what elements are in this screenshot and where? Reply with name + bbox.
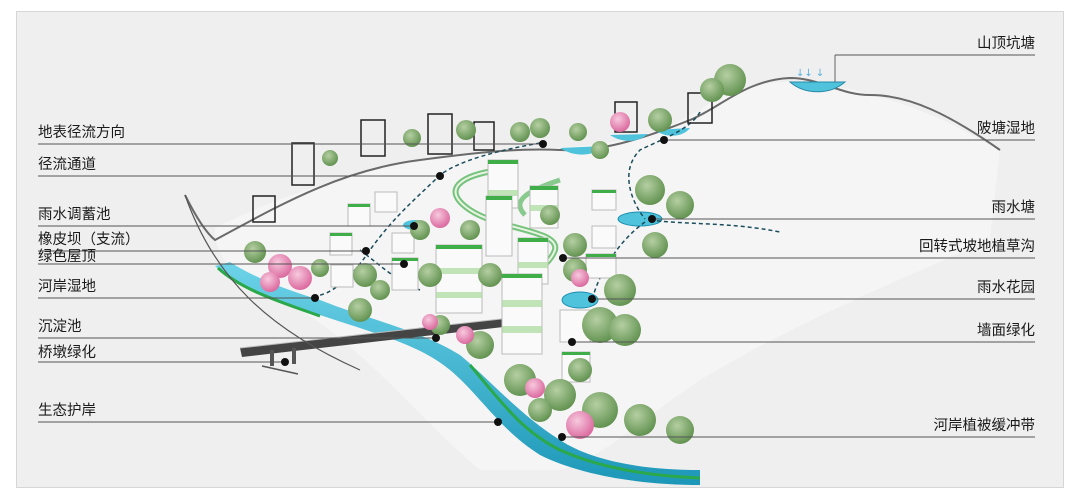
label-hilltop-pond: 山顶坑塘 xyxy=(977,36,1035,52)
label-rotary-slope-grass-swale: 回转式坡地植草沟 xyxy=(919,239,1035,255)
label-bridge-pier-greening: 桥墩绿化 xyxy=(38,345,96,361)
label-stormwater-storage-pond: 雨水调蓄池 xyxy=(38,207,111,223)
label-slope-pond-wetland: 陂塘湿地 xyxy=(977,121,1035,137)
label-wall-greening: 墙面绿化 xyxy=(977,323,1035,339)
label-runoff-channel: 径流通道 xyxy=(38,157,96,173)
label-rain-garden: 雨水花园 xyxy=(977,280,1035,296)
terrain-outline xyxy=(184,76,1001,242)
label-surface-runoff-direction: 地表径流方向 xyxy=(38,125,125,141)
label-green-roof: 绿色屋顶 xyxy=(38,249,96,265)
leader-dots xyxy=(281,136,668,441)
label-rubber-dam: 橡皮坝（支流） xyxy=(38,232,140,248)
label-riparian-wetland: 河岸湿地 xyxy=(38,279,96,295)
hilltop-pond xyxy=(788,81,847,93)
river xyxy=(215,262,700,485)
trees xyxy=(244,64,746,444)
city-buildings xyxy=(329,159,617,383)
label-riparian-vegetation-buffer: 河岸植被缓冲带 xyxy=(933,418,1036,434)
label-ecological-revetment: 生态护岸 xyxy=(38,403,96,419)
leader-lines xyxy=(38,54,1035,438)
svg-text:↓↓ ↓: ↓↓ ↓ xyxy=(796,68,824,79)
label-sedimentation-tank: 沉淀池 xyxy=(38,319,82,335)
blossom-trees xyxy=(260,112,630,439)
label-rainwater-pond: 雨水塘 xyxy=(991,200,1036,216)
